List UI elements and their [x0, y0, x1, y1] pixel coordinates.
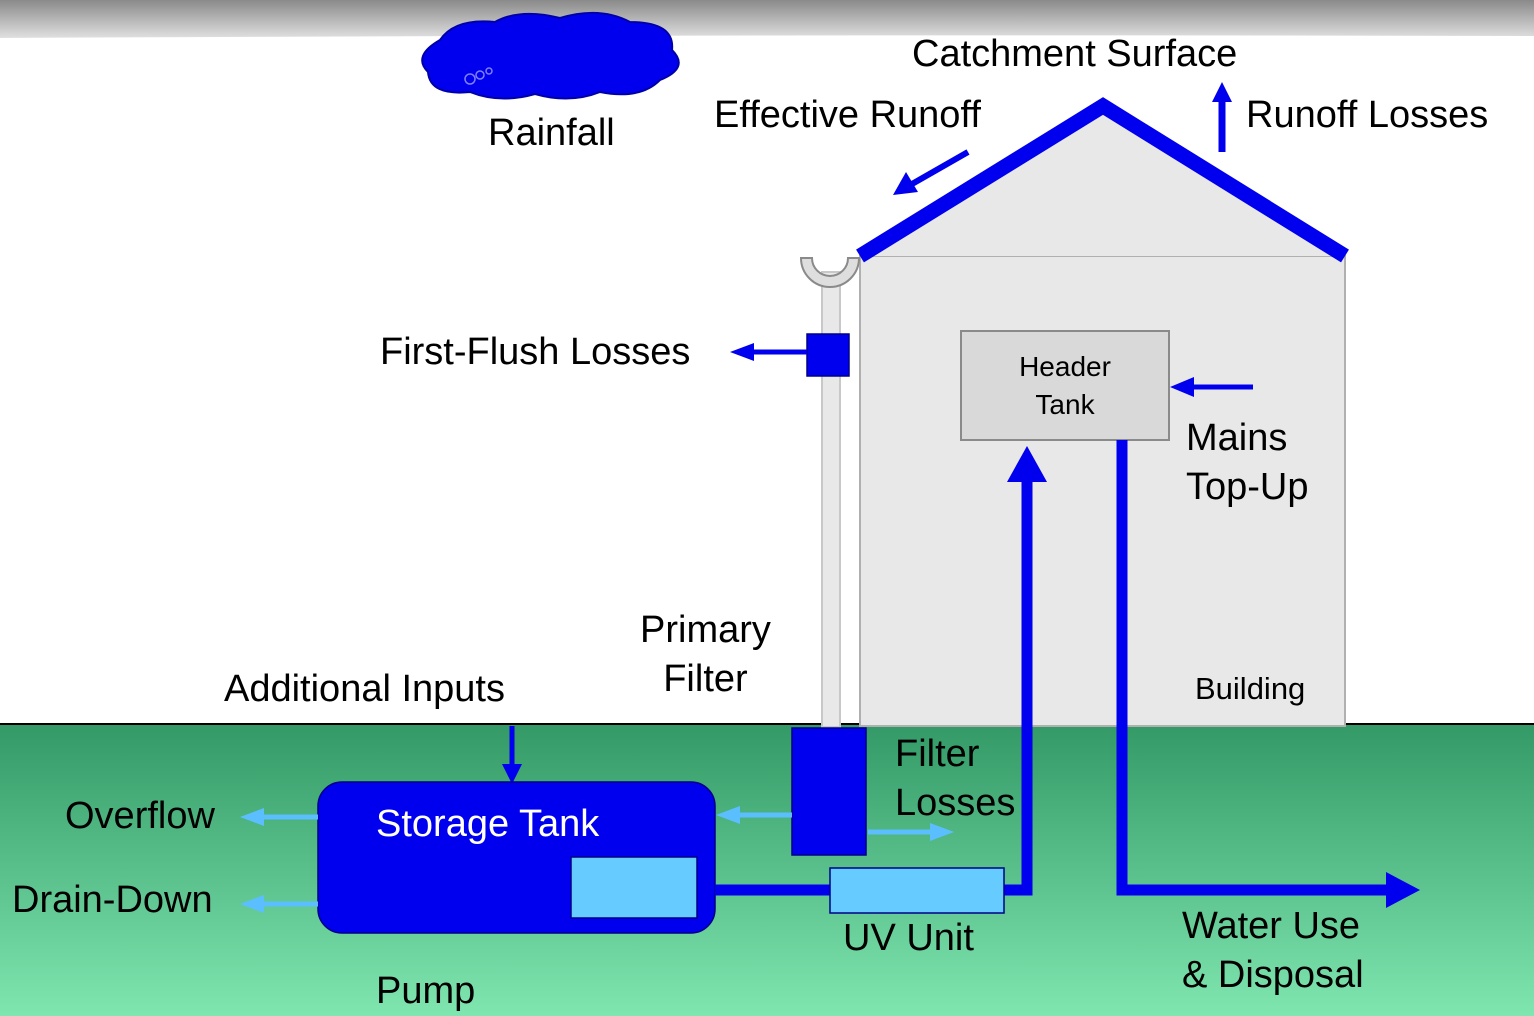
filter-losses-label: Filter Losses: [895, 730, 1015, 829]
mains-top-up-label-line1: Mains: [1186, 417, 1288, 459]
filter-losses-label-line1: Filter: [895, 733, 980, 775]
top-banner: [0, 0, 1534, 38]
uv-unit-label: UV Unit: [843, 917, 974, 959]
drain-down-arrow: [240, 895, 318, 913]
drain-down-label: Drain-Down: [12, 879, 213, 921]
primary-filter-label: Primary Filter: [640, 606, 771, 705]
header-tank-label: Header Tank: [961, 348, 1169, 424]
header-tank: [960, 330, 1170, 441]
pump-label: Pump: [376, 970, 476, 1012]
cloud-icon: [421, 11, 680, 100]
water-use-label-line1: Water Use: [1182, 905, 1361, 947]
supply-pipe-to-header-arrow: [1003, 446, 1047, 896]
primary-filter-label-line1: Primary: [640, 609, 771, 651]
mains-top-up-label-line2: Top-Up: [1186, 466, 1309, 509]
uv-unit: [829, 867, 1005, 914]
ground: [0, 724, 1534, 1016]
overflow-label: Overflow: [65, 795, 215, 837]
water-use-pipe-arrow: [1116, 440, 1420, 908]
filter-losses-arrow: [868, 823, 954, 841]
first-flush-diverter: [806, 333, 850, 377]
water-use-label-line2: & Disposal: [1182, 954, 1364, 997]
filter-losses-label-line2: Losses: [895, 782, 1016, 825]
catchment-surface-roof: [856, 97, 1349, 263]
header-tank-label-line2: Tank: [1035, 388, 1095, 420]
storage-tank-label: Storage Tank: [376, 803, 600, 845]
building-label: Building: [1195, 671, 1306, 706]
header-tank-label-line1: Header: [1019, 351, 1111, 382]
additional-inputs-arrow: [502, 726, 522, 784]
building-roof-fill: [860, 106, 1345, 256]
overflow-arrow: [240, 808, 318, 826]
primary-filter: [791, 727, 867, 856]
runoff-losses-label: Runoff Losses: [1246, 94, 1489, 136]
first-flush-arrow: [730, 343, 807, 361]
rainfall-label: Rainfall: [488, 112, 615, 154]
additional-inputs-label: Additional Inputs: [224, 668, 505, 710]
first-flush-losses-label: First-Flush Losses: [380, 331, 691, 373]
water-use-label: Water Use & Disposal: [1182, 902, 1364, 1001]
filter-to-storage-arrow: [716, 806, 792, 824]
catchment-surface-label: Catchment Surface: [912, 33, 1238, 75]
runoff-losses-arrow: [1212, 82, 1232, 152]
downpipe: [821, 271, 841, 728]
effective-runoff-arrow: [893, 149, 970, 195]
mains-top-up-arrow: [1170, 377, 1253, 397]
mains-top-up-label: Mains Top-Up: [1186, 414, 1309, 513]
effective-runoff-label: Effective Runoff: [714, 94, 981, 136]
primary-filter-label-line2: Filter: [663, 658, 748, 701]
pump: [570, 856, 698, 919]
gutter: [799, 257, 861, 288]
